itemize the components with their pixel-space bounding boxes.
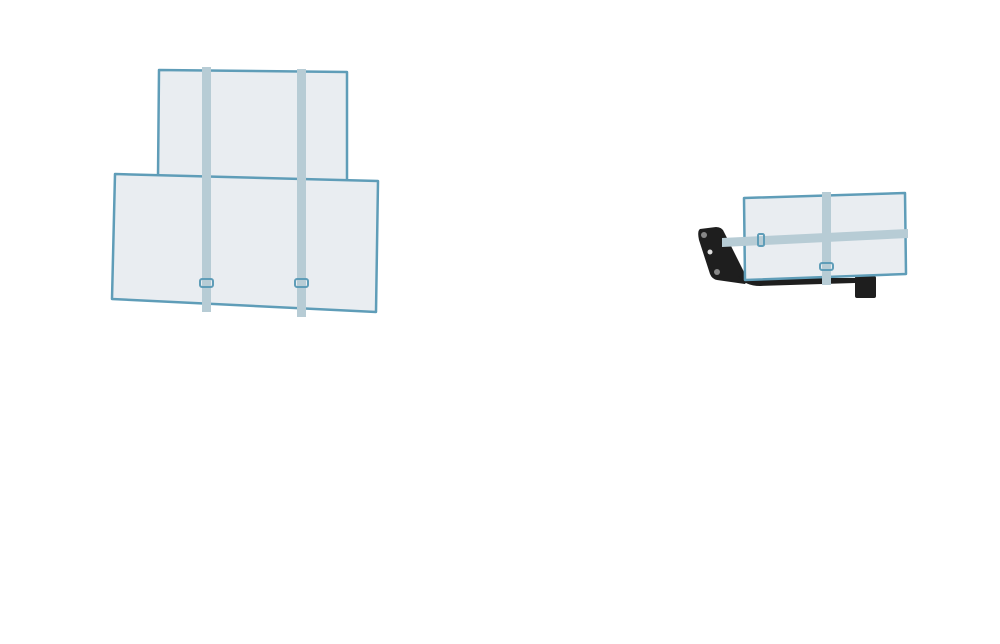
bottom-panel [110, 172, 380, 314]
buckle-vertical [819, 262, 834, 271]
strap-vertical [822, 192, 831, 285]
buckle-horizontal [757, 233, 765, 247]
strap-right [297, 69, 306, 317]
strap-left [202, 67, 211, 312]
top-panel [156, 68, 349, 183]
bolt-icon [701, 232, 707, 238]
bolt-icon [714, 269, 720, 275]
buckle-right [294, 278, 309, 288]
bolt-icon [707, 249, 713, 255]
buckle-left [199, 278, 214, 288]
stacked-panels-assembly [110, 67, 380, 317]
bracket-block [855, 276, 876, 298]
bracket-panel-assembly [698, 191, 908, 298]
strap-horizontal [722, 229, 908, 247]
